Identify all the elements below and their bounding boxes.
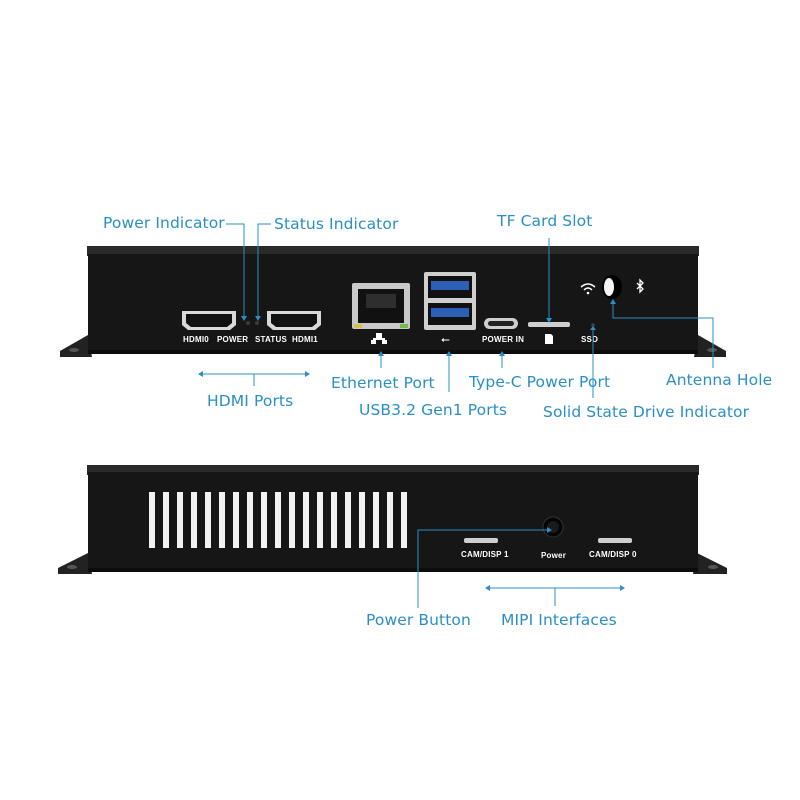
wifi-icon — [580, 283, 596, 291]
power-button-print-label: Power — [541, 551, 567, 560]
network-icon — [371, 333, 387, 344]
sd-card-icon — [545, 334, 553, 344]
power-indicator-callout: Power Indicator — [103, 214, 225, 232]
ethernet-port-callout: Ethernet Port — [331, 374, 435, 392]
tf-card-slot-callout: TF Card Slot — [497, 212, 593, 230]
hdmi-ports-callout: HDMI Ports — [207, 392, 294, 410]
ethernet-port — [352, 283, 410, 329]
vent-grille — [149, 492, 407, 548]
type-c-power-port-callout: Type-C Power Port — [469, 373, 611, 391]
power-button-callout: Power Button — [366, 611, 471, 629]
cam-disp-0-print-label: CAM/DISP 0 — [589, 550, 637, 559]
cam-disp-1-print-label: CAM/DISP 1 — [461, 550, 509, 559]
usb-port-stack — [424, 272, 476, 330]
tf-card-slot — [528, 322, 570, 327]
hdmi1-print-label: HDMI1 — [292, 335, 318, 344]
type-c-port — [484, 318, 518, 329]
cam-disp-1-connector — [464, 538, 498, 543]
antenna-hole — [602, 275, 622, 299]
front-enclosure-lid — [87, 246, 699, 256]
back-left-mount-flange — [58, 553, 92, 574]
front-left-mount-flange — [60, 335, 92, 357]
hdmi0-port — [182, 311, 236, 330]
usb-icon: ⭠ — [441, 333, 450, 346]
power-indicator-led — [246, 321, 250, 325]
status-indicator-callout: Status Indicator — [274, 215, 399, 233]
status-indicator-led — [255, 321, 259, 325]
back-right-mount-flange — [693, 553, 727, 574]
power-print-label: POWER — [217, 335, 249, 344]
hdmi0-print-label: HDMI0 — [183, 335, 209, 344]
back-enclosure-lid — [87, 465, 699, 475]
ssd-indicator-led — [591, 323, 595, 327]
ssd-print-label: SSD — [581, 335, 599, 344]
bluetooth-icon — [636, 278, 644, 294]
ssd-indicator-callout: Solid State Drive Indicator — [543, 403, 750, 421]
hdmi1-port — [267, 311, 321, 330]
cam-disp-0-connector — [598, 538, 632, 543]
antenna-hole-callout: Antenna Hole — [666, 371, 773, 389]
mipi-interfaces-callout: MIPI Interfaces — [501, 611, 617, 629]
power-button — [542, 516, 564, 538]
power-in-print-label: POWER IN — [482, 335, 525, 344]
status-print-label: STATUS — [255, 335, 288, 344]
usb-ports-callout: USB3.2 Gen1 Ports — [359, 401, 508, 419]
